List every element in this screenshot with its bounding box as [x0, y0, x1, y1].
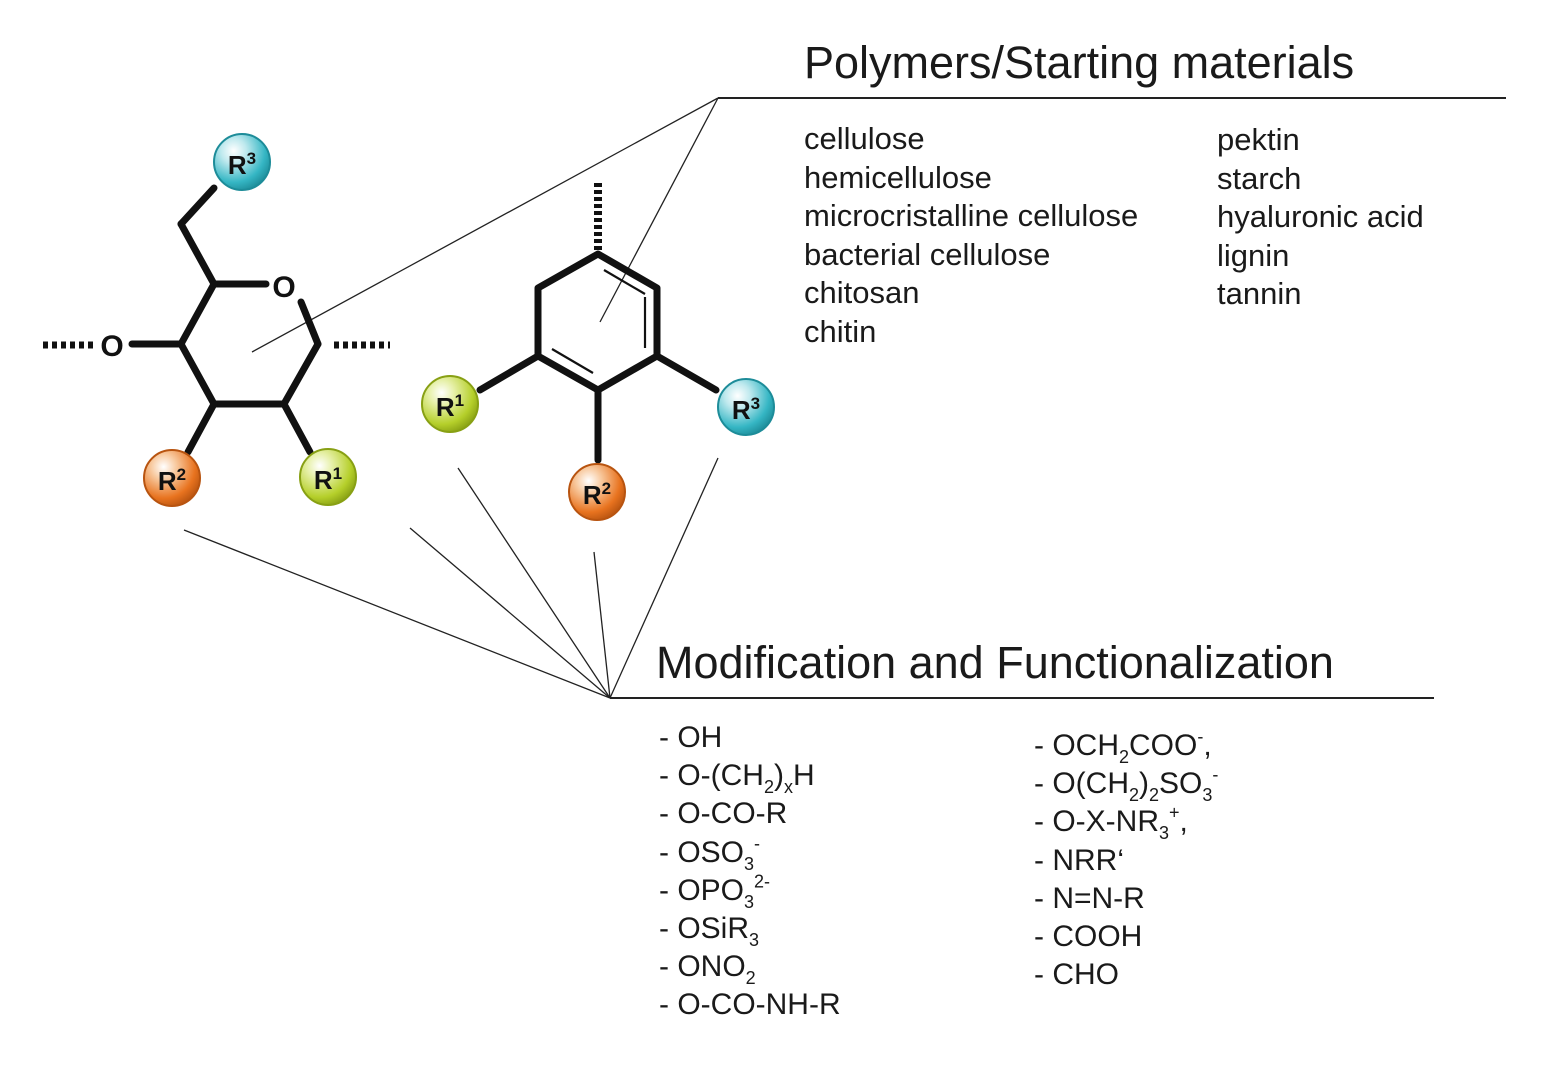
list-item: tannin [1217, 276, 1302, 311]
list-item: cellulose [804, 121, 925, 156]
substituent-index: 2 [177, 465, 186, 484]
list-item: - ONO2 [659, 950, 756, 989]
list-item: - O(CH2)2SO3- [1034, 764, 1219, 806]
pyranose-ring [128, 184, 322, 456]
list-item: bacterial cellulose [804, 236, 1051, 272]
svg-text:R3: R3 [228, 149, 256, 180]
list-item: - O-CO-NH-R [659, 988, 841, 1022]
svg-text:R1: R1 [436, 391, 464, 422]
connector-line [593, 551, 611, 699]
modification-title: Modification and Functionalization [656, 637, 1334, 688]
substituent-label: R [436, 392, 455, 422]
list-item: hemicellulose [804, 159, 992, 195]
list-item: - CHO [1034, 958, 1119, 992]
connector-line [409, 527, 611, 699]
list-item: lignin [1217, 237, 1290, 273]
modification-list-left: - OH- O-(CH2)xH- O-CO-R- OSO3-- OPO32-- … [659, 719, 841, 1025]
connector-line [599, 97, 719, 323]
substituent-index: 3 [247, 149, 256, 168]
substituent-ball-r3: R3 [213, 133, 271, 191]
connector-lines [183, 97, 719, 699]
aromatic-ring [476, 250, 720, 464]
list-item: chitosan [804, 275, 920, 310]
substituent-ball-r1: R1 [421, 375, 479, 433]
list-item: - OCH2COO-, [1034, 726, 1212, 768]
list-item: - O-CO-R [659, 797, 788, 831]
substituent-ball-r3: R3 [717, 378, 775, 436]
list-item: - COOH [1034, 919, 1143, 953]
list-item: - O-(CH2)xH [659, 759, 815, 798]
list-item: hyaluronic acid [1217, 199, 1424, 234]
list-item: starch [1217, 160, 1302, 196]
substituent-index: 1 [455, 391, 464, 410]
list-item: - OSO3- [659, 832, 761, 874]
list-item: - OH [659, 721, 723, 754]
modification-list-right: - OCH2COO-,- O(CH2)2SO3-- O-X-NR3+,- NRR… [1034, 727, 1218, 994]
list-item: - OSiR3 [659, 911, 760, 951]
svg-text:R1: R1 [314, 464, 342, 495]
connector-line [183, 529, 611, 699]
list-item: microcristalline cellulose [804, 198, 1139, 233]
substituent-ball-r2: R2 [143, 449, 201, 507]
substituent-label: R [732, 395, 751, 425]
list-item: - N=N-R [1034, 881, 1145, 915]
substituent-ball-r1: R1 [299, 448, 357, 506]
linkage-oxygen: O [100, 330, 123, 363]
polymers-title: Polymers/Starting materials [804, 37, 1355, 88]
list-item: - O-X-NR3+, [1034, 802, 1188, 844]
list-item: - NRR‘ [1034, 843, 1124, 877]
aromatic-inner-bonds [551, 269, 647, 374]
svg-text:R2: R2 [158, 465, 186, 496]
substituent-label: R [228, 150, 247, 180]
svg-text:R2: R2 [583, 479, 611, 510]
substituent-label: R [583, 480, 602, 510]
substituent-ball-r2: R2 [568, 463, 626, 521]
modification-rule [610, 697, 1434, 699]
substituent-label: R [158, 466, 177, 496]
list-item: chitin [804, 313, 877, 349]
connector-line [457, 467, 611, 699]
list-item: pektin [1217, 122, 1300, 157]
ring-oxygen: O [272, 271, 295, 304]
list-item: - OPO32- [659, 871, 771, 912]
connector-line [251, 97, 719, 353]
svg-text:R3: R3 [732, 394, 760, 425]
substituent-index: 3 [751, 394, 760, 413]
substituent-index: 2 [602, 479, 611, 498]
polymers-rule [718, 97, 1506, 99]
connector-line [609, 457, 719, 699]
substituent-label: R [314, 465, 333, 495]
substituent-index: 1 [333, 464, 342, 483]
